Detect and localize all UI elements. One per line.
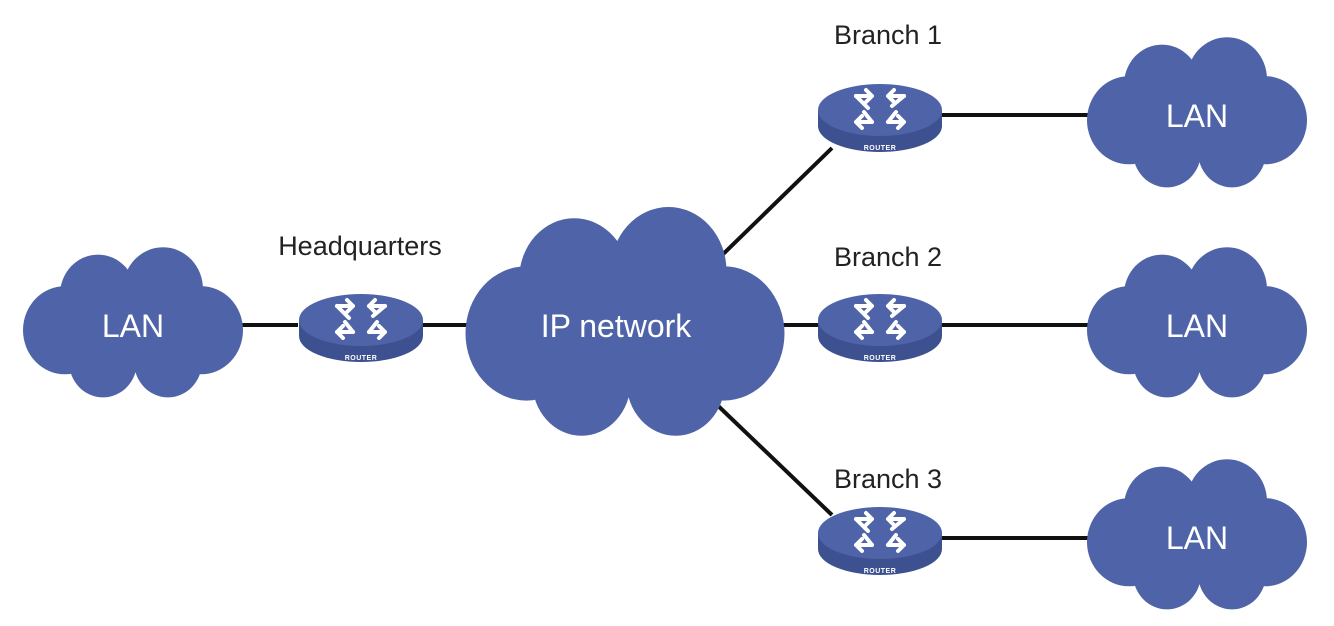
branch1-lan-label: LAN bbox=[1166, 98, 1228, 134]
router-caption: ROUTER bbox=[345, 355, 378, 362]
router-caption: ROUTER bbox=[864, 355, 897, 362]
branch2-label: Branch 2 bbox=[834, 242, 942, 272]
router-icon: ROUTER bbox=[818, 84, 942, 152]
branch2-lan-label: LAN bbox=[1166, 308, 1228, 344]
router-caption: ROUTER bbox=[864, 145, 897, 152]
branch1-label: Branch 1 bbox=[834, 20, 942, 50]
branch3-label: Branch 3 bbox=[834, 464, 942, 494]
branch3-lan-label: LAN bbox=[1166, 520, 1228, 556]
router-caption: ROUTER bbox=[864, 568, 897, 575]
links bbox=[240, 113, 1092, 540]
ip-network-label: IP network bbox=[541, 308, 693, 344]
router-icon: ROUTER bbox=[818, 294, 942, 362]
headquarters-label: Headquarters bbox=[278, 231, 442, 261]
link-ipnet-branch3 bbox=[710, 398, 834, 517]
link-ipnet-branch1 bbox=[713, 146, 834, 264]
hq-lan-label: LAN bbox=[102, 308, 164, 344]
router-icon: ROUTER bbox=[299, 294, 423, 362]
router-icon: ROUTER bbox=[818, 507, 942, 575]
